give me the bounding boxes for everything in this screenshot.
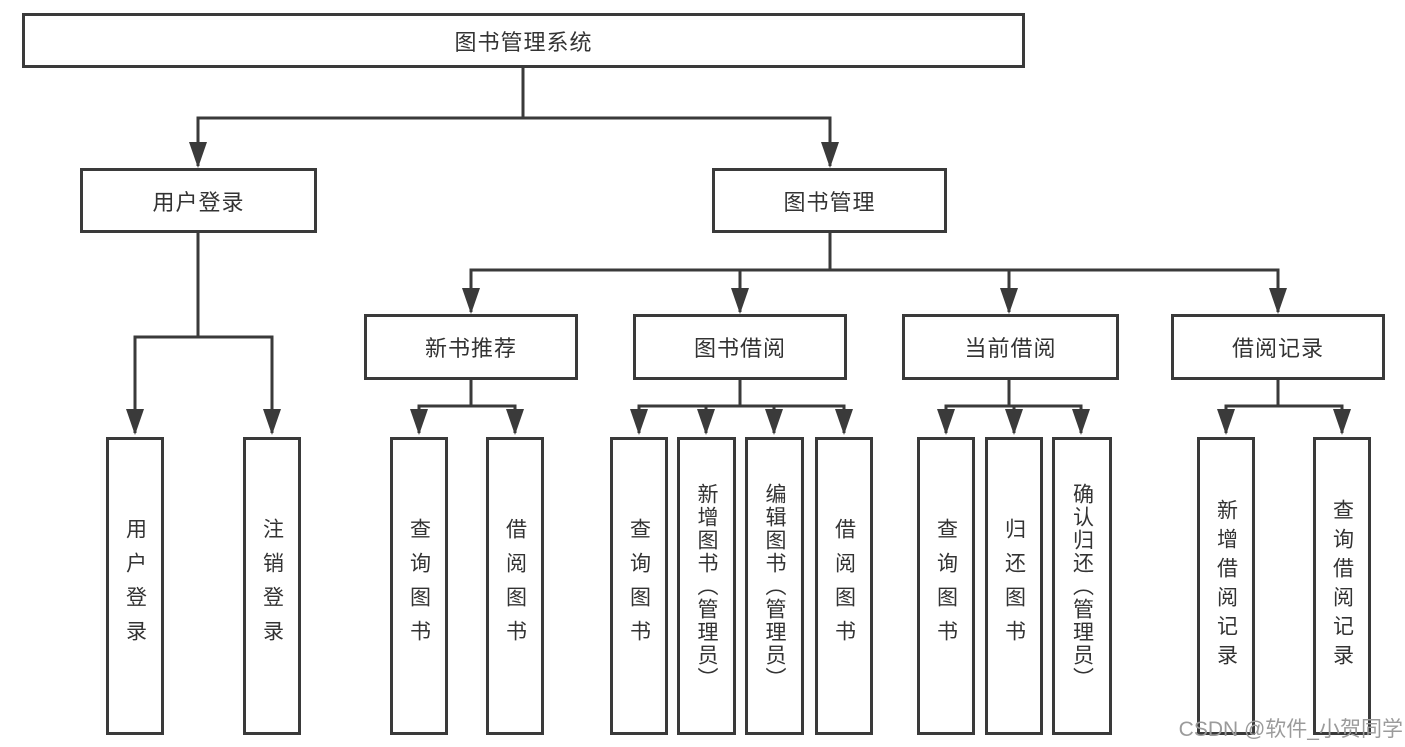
leaf-confirm-return-admin-label: 确认归还（管理员） xyxy=(1070,482,1094,690)
leaf-query-books-current: 查询图书 xyxy=(917,437,975,735)
node-book-management: 图书管理 xyxy=(712,168,947,233)
leaf-add-book-admin: 新增图书（管理员） xyxy=(677,437,736,735)
leaf-query-books-recommend-label: 查询图书 xyxy=(407,518,431,654)
node-current-borrow-label: 当前借阅 xyxy=(964,336,1057,361)
node-root: 图书管理系统 xyxy=(22,13,1025,68)
node-root-label: 图书管理系统 xyxy=(454,29,593,55)
leaf-return-book: 归还图书 xyxy=(985,437,1043,735)
leaf-add-book-admin-label: 新增图书（管理员） xyxy=(695,482,718,690)
leaf-borrow-books-recommend: 借阅图书 xyxy=(486,437,544,735)
leaf-query-borrow-record: 查询借阅记录 xyxy=(1313,437,1371,735)
node-new-book-recommend: 新书推荐 xyxy=(364,314,578,380)
leaf-borrow-books-recommend-label: 借阅图书 xyxy=(503,518,527,654)
node-user-login-label: 用户登录 xyxy=(152,189,245,215)
node-borrow-records: 借阅记录 xyxy=(1171,314,1385,380)
node-book-borrow: 图书借阅 xyxy=(633,314,847,380)
node-user-login: 用户登录 xyxy=(80,168,317,233)
leaf-add-borrow-record: 新增借阅记录 xyxy=(1197,437,1255,735)
leaf-query-borrow-record-label: 查询借阅记录 xyxy=(1330,499,1354,673)
leaf-query-books-borrow: 查询图书 xyxy=(610,437,668,735)
csdn-watermark: CSDN @软件_小贺同学 xyxy=(1178,718,1403,741)
leaf-logout: 注销登录 xyxy=(243,437,301,735)
leaf-query-books-recommend: 查询图书 xyxy=(390,437,448,735)
node-new-book-recommend-label: 新书推荐 xyxy=(424,336,517,361)
node-borrow-records-label: 借阅记录 xyxy=(1231,336,1324,361)
leaf-user-login: 用户登录 xyxy=(106,437,164,735)
node-book-borrow-label: 图书借阅 xyxy=(693,336,786,361)
leaf-user-login-label: 用户登录 xyxy=(123,518,147,654)
leaf-borrow-books: 借阅图书 xyxy=(815,437,873,735)
leaf-borrow-books-label: 借阅图书 xyxy=(832,518,856,654)
leaf-confirm-return-admin: 确认归还（管理员） xyxy=(1052,437,1112,735)
leaf-edit-book-admin-label: 编辑图书（管理员） xyxy=(763,482,786,690)
leaf-query-books-current-label: 查询图书 xyxy=(934,518,958,654)
leaf-add-borrow-record-label: 新增借阅记录 xyxy=(1214,499,1238,673)
leaf-logout-label: 注销登录 xyxy=(260,518,284,654)
node-book-management-label: 图书管理 xyxy=(783,189,876,215)
leaf-query-books-borrow-label: 查询图书 xyxy=(627,518,651,654)
leaf-return-book-label: 归还图书 xyxy=(1002,518,1026,654)
node-current-borrow: 当前借阅 xyxy=(902,314,1119,380)
leaf-edit-book-admin: 编辑图书（管理员） xyxy=(745,437,804,735)
